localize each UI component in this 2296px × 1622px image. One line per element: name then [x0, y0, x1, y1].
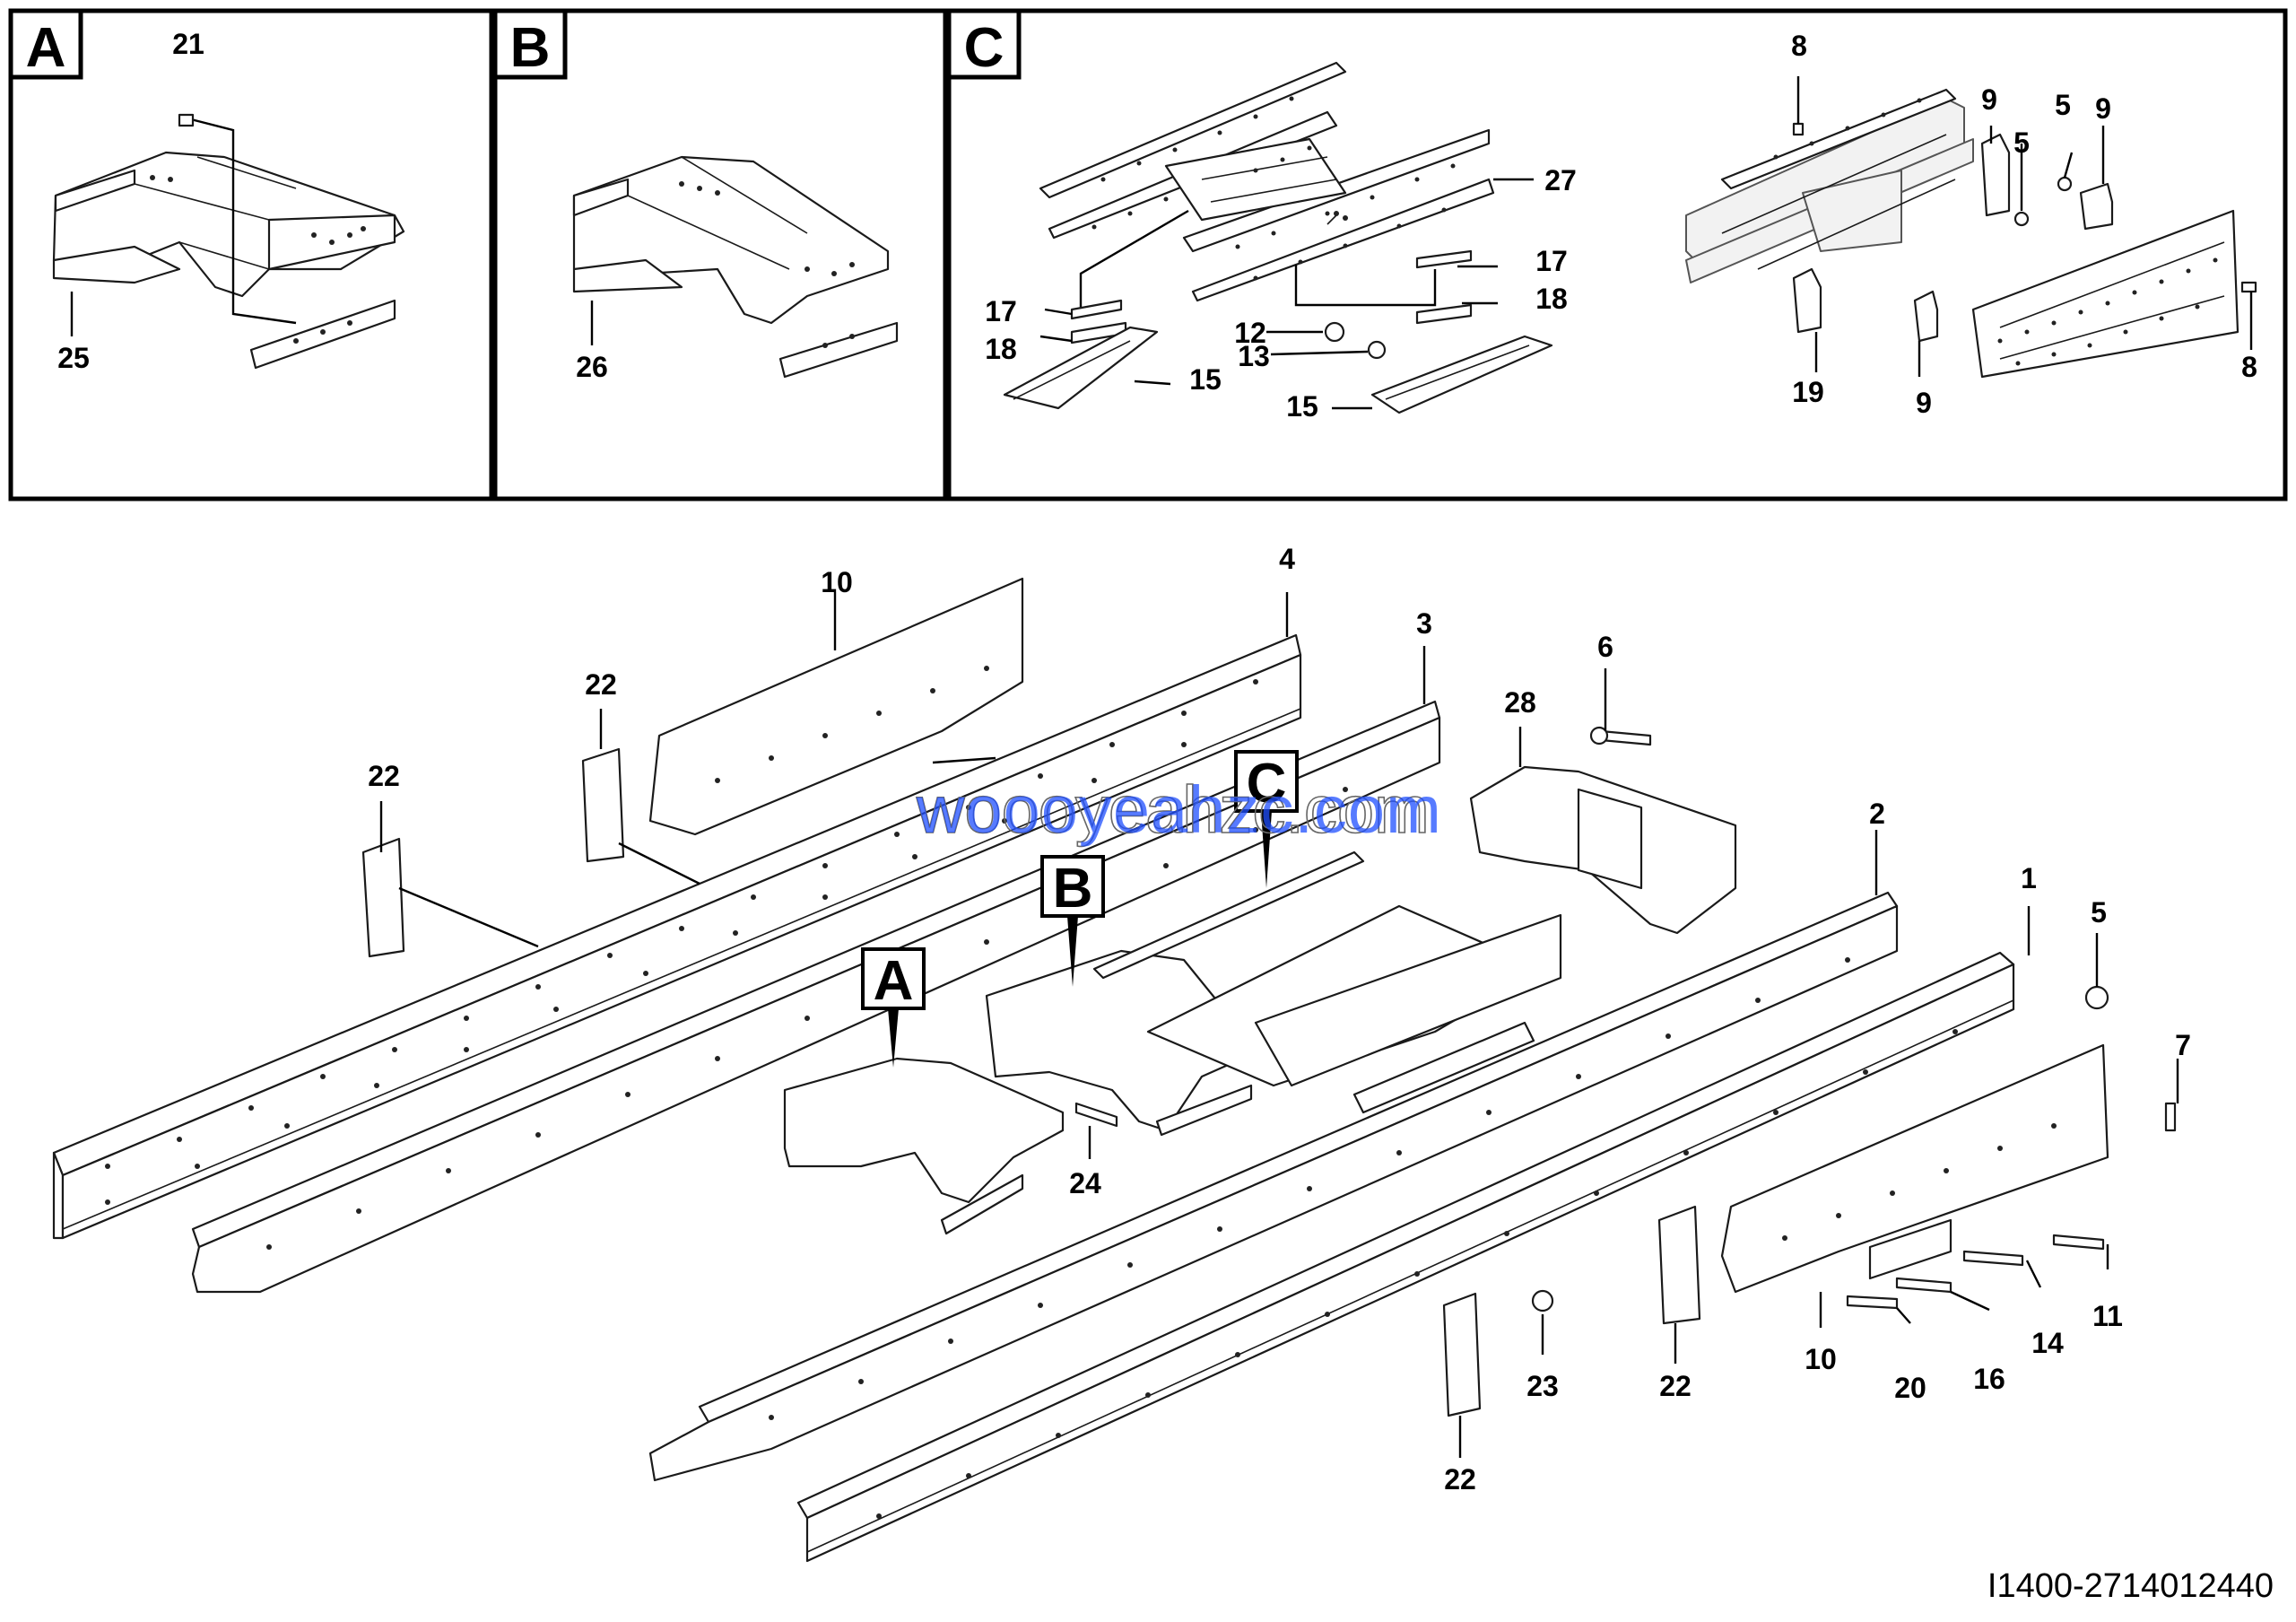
callout-label: 5 [2091, 896, 2107, 929]
callout-label: 17 [1535, 245, 1568, 277]
callout-label: 12 [1234, 317, 1266, 349]
support-assembly-drawing [1685, 76, 2257, 379]
view-tag-c: C [1234, 750, 1299, 888]
callout-label: 25 [57, 342, 90, 374]
bogie-crossmember-drawing [1003, 61, 1553, 414]
panel-c: C [946, 8, 2288, 501]
panel-a-label: A [26, 17, 66, 79]
callout-label: 18 [985, 333, 1017, 365]
callout-label: 11 [2092, 1300, 2123, 1332]
callout-label: 7 [2175, 1029, 2191, 1061]
view-tag-b: B [1040, 855, 1105, 987]
callout-label: 22 [1659, 1370, 1692, 1402]
callout-label: 8 [2241, 351, 2257, 383]
panel-b: B 26 [492, 8, 948, 501]
callout-label: 28 [1504, 686, 1536, 719]
watermark-text: woooyeahzc.com [916, 772, 1442, 847]
callout-label: 5 [2055, 89, 2071, 121]
callout-label: 20 [1894, 1372, 1926, 1404]
svg-text:woooyeahzc.com: woooyeahzc.com [916, 772, 1430, 847]
callout-label: 15 [1286, 390, 1318, 423]
panel-a: A 21 25 [8, 8, 494, 501]
callout-label: 8 [1791, 30, 1807, 62]
callout-label: 18 [1535, 283, 1568, 315]
callout-label: 16 [1973, 1363, 2005, 1395]
callout-label: 3 [1416, 607, 1432, 640]
crossmember-a-drawing [52, 113, 405, 370]
rail-holes [105, 666, 2057, 1519]
callout-label: 21 [172, 28, 204, 60]
callout-label: 22 [368, 760, 400, 792]
callout-label: 22 [1444, 1463, 1476, 1496]
callout-label: 9 [2095, 92, 2111, 125]
callout-label: 22 [585, 668, 617, 701]
callout-label: 13 [1238, 340, 1270, 372]
callout-label: 10 [1805, 1343, 1837, 1375]
view-tag-a: A [861, 947, 926, 1068]
callout-label: 2 [1869, 798, 1885, 830]
svg-text:C: C [1247, 753, 1287, 815]
crossmember-b-drawing [572, 155, 899, 379]
callout-label: 23 [1526, 1370, 1559, 1402]
callout-label: 27 [1544, 164, 1577, 196]
panel-c-label: C [964, 17, 1004, 79]
drawing-number: I1400-2714012440 [1987, 1567, 2274, 1605]
svg-text:A: A [874, 950, 914, 1012]
callout-label: 9 [1916, 387, 1932, 419]
callout-label: 1 [2021, 862, 2037, 894]
callout-label: 15 [1189, 363, 1222, 396]
callout-label: 17 [985, 295, 1017, 327]
callout-label: 26 [576, 351, 608, 383]
main-exploded-view: A B C 10 4 3 22 22 6 28 2 1 5 7 11 14 16… [52, 543, 2191, 1563]
callout-label: 6 [1597, 631, 1613, 663]
panel-b-label: B [510, 17, 551, 79]
callout-label: 19 [1792, 376, 1824, 408]
side-plate-left [648, 577, 1024, 836]
callout-label: 9 [1981, 83, 1997, 116]
watermark: woooyeahzc.com woooyeahzc.com [915, 772, 1442, 848]
svg-text:B: B [1053, 858, 1093, 920]
callout-label: 14 [2031, 1327, 2064, 1359]
callout-label: 4 [1279, 543, 1295, 575]
callout-label: 24 [1069, 1167, 1101, 1199]
callout-label: 10 [821, 566, 853, 598]
callout-label: 5 [2013, 126, 2030, 159]
